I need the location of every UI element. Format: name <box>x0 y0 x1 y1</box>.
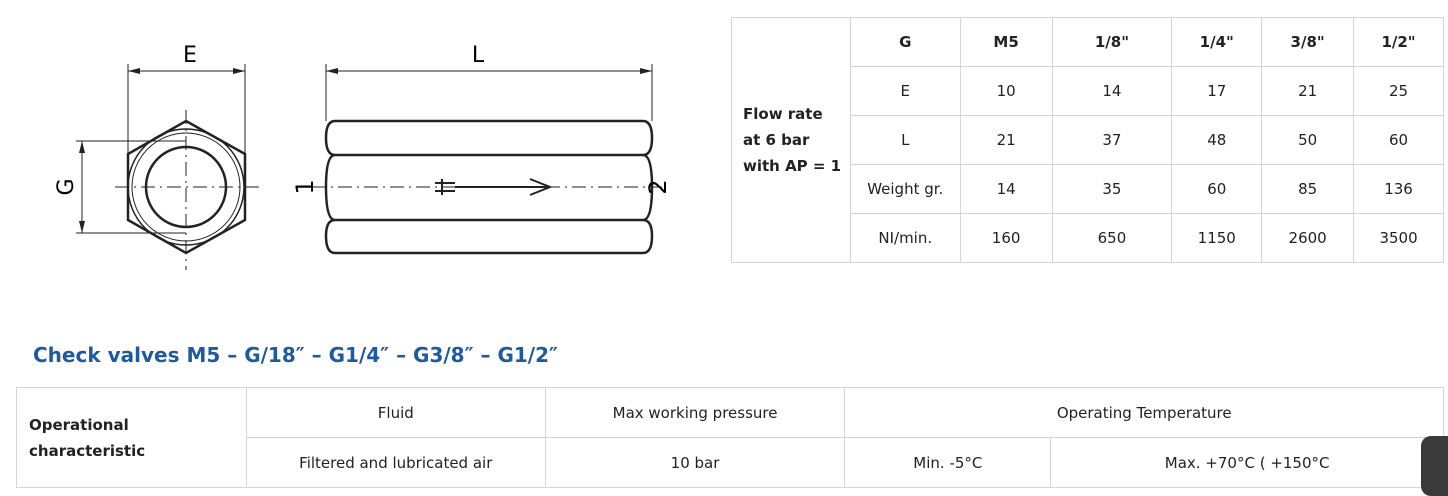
cell: E <box>849 66 961 116</box>
cell: 650 <box>1051 213 1173 263</box>
section-title: Check valves M5 – G/18″ – G1/4″ – G3/8″ … <box>33 343 558 367</box>
cell: 37 <box>1051 115 1173 165</box>
header-cell: 1/8" <box>1051 17 1173 67</box>
port-1-label: 1 <box>291 179 319 194</box>
label-l: L <box>472 43 485 68</box>
cell: Filtered and lubricated air <box>245 437 546 488</box>
cell: 3500 <box>1353 213 1444 263</box>
cell: Weight gr. <box>849 164 961 214</box>
cell: 136 <box>1353 164 1444 214</box>
cell: 10 <box>959 66 1053 116</box>
cell: Min. -5°C <box>844 437 1052 488</box>
cell: 14 <box>959 164 1053 214</box>
cell: 85 <box>1261 164 1355 214</box>
cell: 10 bar <box>544 437 846 488</box>
header-cell: 3/8" <box>1261 17 1355 67</box>
cell: 21 <box>1261 66 1355 116</box>
header-cell: G <box>849 17 961 67</box>
cell: 25 <box>1353 66 1444 116</box>
flow-direction-arrow-icon <box>435 178 553 196</box>
cell: 48 <box>1171 115 1263 165</box>
label-g: G <box>54 178 79 195</box>
port-2-label: 2 <box>644 179 672 194</box>
header-cell: 1/2" <box>1353 17 1444 67</box>
header-cell: 1/4" <box>1171 17 1263 67</box>
table-row: Filtered and lubricated air 10 bar Min. … <box>17 437 1444 488</box>
cell: 21 <box>959 115 1053 165</box>
cell: 14 <box>1051 66 1173 116</box>
cell: 35 <box>1051 164 1173 214</box>
header-cell: Fluid <box>245 387 546 438</box>
check-valve-technical-drawing: E L G 1 2 <box>54 43 672 270</box>
cell: NI/min. <box>849 213 961 263</box>
cell: 2600 <box>1261 213 1355 263</box>
cell: L <box>849 115 961 165</box>
header-cell: M5 <box>959 17 1053 67</box>
hex-side-view <box>324 119 654 255</box>
cell: 60 <box>1171 164 1263 214</box>
cell: 50 <box>1261 115 1355 165</box>
header-cell: Max working pressure <box>544 387 846 438</box>
cell: 160 <box>959 213 1053 263</box>
cell: 1150 <box>1171 213 1263 263</box>
header-cell: Operating Temperature <box>844 387 1444 438</box>
scroll-to-top-button[interactable] <box>1421 436 1448 496</box>
label-e: E <box>183 43 197 68</box>
cell: 60 <box>1353 115 1444 165</box>
cell: Max. +70°C ( +150°C <box>1050 437 1444 488</box>
cell: 17 <box>1171 66 1263 116</box>
